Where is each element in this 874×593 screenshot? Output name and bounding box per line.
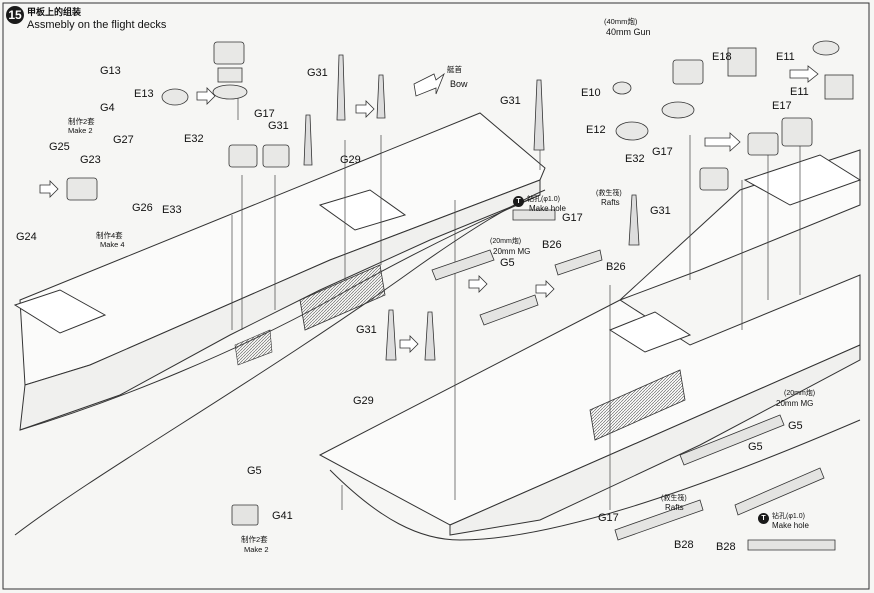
- rafts-label: Rafts: [601, 198, 620, 207]
- part-label: G17: [254, 108, 275, 120]
- gun-type-cn: (40mm炮): [604, 17, 638, 26]
- part-label: E10: [581, 87, 601, 99]
- make-count-cn: 制作2套: [68, 117, 95, 126]
- part-label: G5: [247, 465, 262, 477]
- part-label: G31: [650, 205, 671, 217]
- part-label: E12: [586, 124, 606, 136]
- part-label: E18: [712, 51, 732, 63]
- part-label: G5: [788, 420, 803, 432]
- part-label: G5: [748, 441, 763, 453]
- step-title-en: Assmebly on the flight decks: [27, 19, 167, 31]
- part-label: G26: [132, 202, 153, 214]
- gun-type: 40mm Gun: [606, 27, 651, 37]
- assembly-guide-lines: [231, 90, 801, 510]
- part-label: B28: [716, 541, 736, 553]
- part-label: B26: [542, 239, 562, 251]
- part-label: E32: [625, 153, 645, 165]
- part-label: G23: [80, 154, 101, 166]
- part-label: G41: [272, 510, 293, 522]
- mg-label: 20mm MG: [493, 247, 531, 256]
- part-label: G31: [500, 95, 521, 107]
- bow-label: Bow: [450, 79, 468, 89]
- make-count-cn: 制作4套: [96, 231, 123, 240]
- part-label: G17: [562, 212, 583, 224]
- mg-label-cn: (20mm炮): [490, 238, 522, 245]
- bow-label-cn: 艇首: [447, 65, 462, 74]
- part-label: G31: [356, 324, 377, 336]
- rafts-label-cn: (救生筏): [661, 495, 687, 502]
- part-label: G29: [340, 154, 361, 166]
- drill-note-cn: 钻孔(φ1.0): [772, 513, 805, 520]
- drill-note-cn: 钻孔(φ1.0): [527, 196, 560, 203]
- part-label: E32: [184, 133, 204, 145]
- upper-hangar-opening: [299, 264, 386, 331]
- gun-rack-parts: [231, 209, 836, 551]
- mg-label-cn: (20mm炮): [784, 390, 816, 397]
- make-count: Make 2: [68, 126, 93, 135]
- direction-arrow-icon: [39, 65, 819, 353]
- part-label: G24: [16, 231, 37, 243]
- part-label: E17: [772, 100, 792, 112]
- part-label: E11: [790, 86, 809, 98]
- drill-note: Make hole: [772, 521, 809, 530]
- part-label: G13: [100, 65, 121, 77]
- part-label: G4: [100, 102, 115, 114]
- make-count: Make 4: [100, 240, 125, 249]
- antenna-mast-parts: [303, 54, 640, 361]
- part-label: G27: [113, 134, 134, 146]
- part-label: E33: [162, 204, 182, 216]
- mg-label: 20mm MG: [776, 399, 814, 408]
- part-label: E11: [776, 51, 795, 63]
- part-label: G31: [268, 120, 289, 132]
- rafts-label-cn: (救生筏): [596, 190, 622, 197]
- drill-hole-icon: T: [513, 196, 524, 207]
- part-label: G31: [307, 67, 328, 79]
- rafts-label: Rafts: [665, 503, 684, 512]
- part-label: G5: [500, 257, 515, 269]
- part-label: B26: [606, 261, 626, 273]
- gun-mount-parts: [66, 40, 854, 201]
- part-label: G25: [49, 141, 70, 153]
- part-label: E13: [134, 88, 154, 100]
- part-label: B28: [674, 539, 694, 551]
- drill-note: Make hole: [529, 204, 566, 213]
- step-title-cn: 甲板上的组装: [27, 7, 82, 17]
- drill-hole-icon: T: [758, 513, 769, 524]
- make-count: Make 2: [244, 545, 269, 554]
- upper-carrier-hull: [13, 112, 546, 536]
- part-label: G29: [353, 395, 374, 407]
- lower-hangar-opening: [589, 369, 686, 441]
- step-number-badge: 15: [6, 6, 24, 24]
- part-label: G17: [598, 512, 619, 524]
- make-count-cn: 制作2套: [241, 535, 268, 544]
- part-label: G17: [652, 146, 673, 158]
